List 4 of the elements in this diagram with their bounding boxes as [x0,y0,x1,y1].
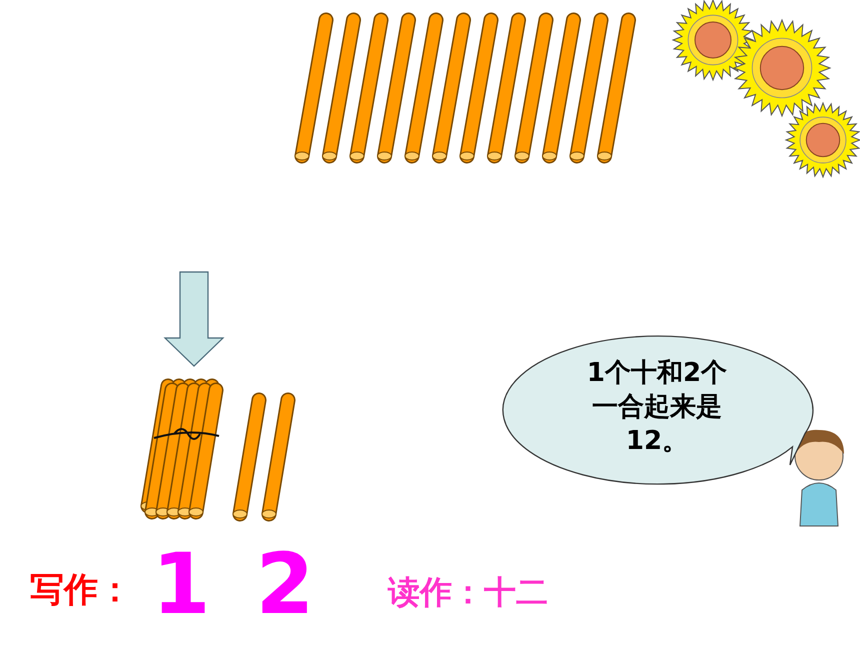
label-text: 读作：十二 [388,572,548,612]
bubble-text: 1个十和2个一合起来是12。 [586,357,728,458]
number-text: 1 2 [152,538,322,630]
label-text: 写作： [30,570,132,610]
